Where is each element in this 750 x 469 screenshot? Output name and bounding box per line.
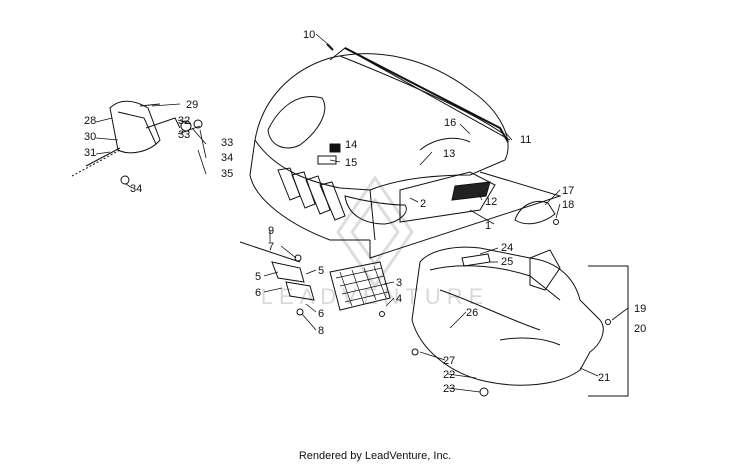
callout-19: 19 xyxy=(634,303,646,315)
callout-labels: 10 11 16 13 12 2 1 14 15 17 18 9 7 5 6 5… xyxy=(84,29,646,395)
screen-mesh xyxy=(329,261,391,317)
callout-11: 11 xyxy=(520,134,531,146)
group-bracket xyxy=(588,265,629,397)
callout-17: 17 xyxy=(562,185,574,197)
callout-27: 27 xyxy=(443,355,455,367)
callout-22: 22 xyxy=(443,369,455,381)
watermark-text: LEADVENTURE xyxy=(261,284,490,309)
callout-33-top: 33 xyxy=(178,129,190,141)
callout-13: 13 xyxy=(443,148,455,160)
callout-1: 1 xyxy=(485,220,491,232)
callout-6-left: 6 xyxy=(255,287,261,299)
callout-16: 16 xyxy=(444,117,456,129)
callout-31: 31 xyxy=(84,147,96,159)
headlight-assembly xyxy=(71,100,203,185)
callout-21: 21 xyxy=(598,372,610,384)
callout-33: 33 xyxy=(221,137,233,149)
callout-2: 2 xyxy=(420,198,426,210)
callout-12: 12 xyxy=(485,196,497,208)
callout-10: 10 xyxy=(303,29,315,41)
callout-34-right: 34 xyxy=(221,152,233,164)
callout-18: 18 xyxy=(562,199,574,211)
callout-3: 3 xyxy=(396,277,402,289)
callout-20: 20 xyxy=(634,323,646,335)
callout-24: 24 xyxy=(501,242,513,254)
callout-15: 15 xyxy=(345,157,357,169)
callout-6-right: 6 xyxy=(318,308,324,320)
footer-credit: Rendered by LeadVenture, Inc. xyxy=(298,450,452,462)
callout-34-bottom: 34 xyxy=(130,183,142,195)
callout-26: 26 xyxy=(466,307,478,319)
callout-30: 30 xyxy=(84,131,96,143)
callout-9: 9 xyxy=(268,225,274,237)
callout-23: 23 xyxy=(443,383,455,395)
leader-lines xyxy=(95,33,629,393)
callout-4: 4 xyxy=(396,293,402,305)
callout-35: 35 xyxy=(221,168,233,180)
callout-28: 28 xyxy=(84,115,96,127)
callout-8: 8 xyxy=(318,325,324,337)
callout-5-left: 5 xyxy=(255,271,261,283)
hood-assembly xyxy=(249,43,562,259)
callout-25: 25 xyxy=(501,256,513,268)
callout-14: 14 xyxy=(345,139,357,151)
storage-tub xyxy=(411,246,604,397)
callout-5-right: 5 xyxy=(318,265,324,277)
callout-7: 7 xyxy=(268,241,274,253)
latch-bracket xyxy=(514,200,559,225)
callout-29: 29 xyxy=(186,99,198,111)
callout-32: 32 xyxy=(178,115,190,127)
